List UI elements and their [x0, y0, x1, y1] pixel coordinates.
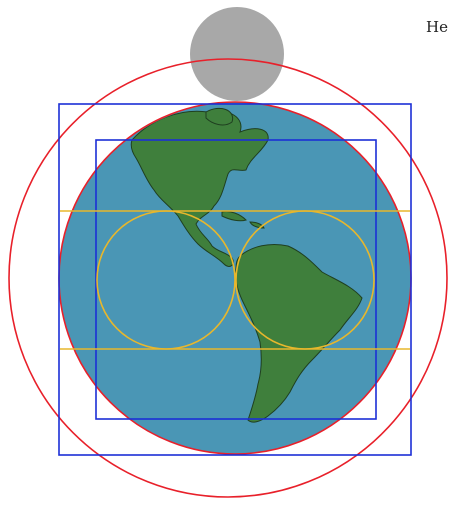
gray-moon-circle	[190, 7, 284, 101]
corner-text: He	[426, 18, 448, 36]
